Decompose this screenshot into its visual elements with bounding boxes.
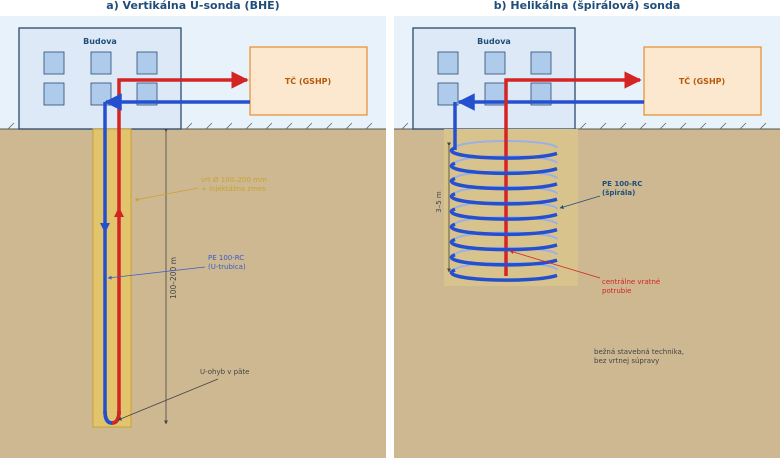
bend-leader	[117, 378, 219, 421]
window	[437, 51, 459, 75]
coil-turn-front	[449, 253, 558, 267]
hot-pipe	[117, 71, 249, 415]
return-label-line2: potrubie	[602, 287, 631, 295]
heat-pump-label: TČ (GSHP)	[285, 75, 331, 86]
borehole-label-line1: vrt Ø 100–200 mm	[201, 176, 267, 184]
coil-turn-front	[449, 161, 558, 176]
spiral-label-line1: PE 100-RC	[602, 180, 642, 188]
panel-separator	[386, 14, 394, 458]
window	[136, 82, 158, 106]
spiral-label-line2: (špirála)	[602, 189, 635, 197]
window	[43, 51, 65, 75]
pipe-leader	[107, 266, 206, 280]
heat-pump-label: TČ (GSHP)	[679, 75, 725, 86]
coil-turn-front	[449, 207, 558, 221]
ground-hatching	[7, 122, 373, 130]
heat-pump-box	[643, 46, 762, 116]
depth-label: 100–200 m	[169, 257, 178, 299]
window	[43, 82, 65, 106]
note-line2: bez vrtnej súpravy	[594, 357, 659, 365]
window	[484, 51, 506, 75]
bend-label: U-ohyb v päte	[200, 368, 249, 376]
return-label-line1: centrálne vratné	[602, 278, 660, 286]
spiral-coil-front	[449, 146, 558, 282]
u-bend-left	[103, 410, 113, 425]
building-windows	[43, 51, 158, 106]
building-label: Budova	[83, 37, 117, 46]
pipe-label-line1: PE 100-RC	[208, 254, 244, 262]
heat-pump: TČ (GSHP)	[643, 46, 762, 116]
pipe-label-line2: (U-trubica)	[208, 263, 246, 271]
coil-turn-front	[449, 146, 558, 160]
building-label: Budova	[477, 37, 511, 46]
borehole	[92, 128, 132, 428]
coil-turn-front	[449, 268, 558, 282]
window	[437, 82, 459, 106]
return-leader	[509, 250, 601, 279]
depth-label: 3–5 m	[435, 191, 443, 213]
coil-turn-front	[449, 237, 558, 252]
central-return-pipe	[504, 71, 642, 276]
window	[530, 82, 552, 106]
window	[136, 51, 158, 75]
note-line1: bežná stavebná technika,	[594, 348, 684, 356]
soil	[0, 129, 386, 458]
panel-b-title: b) Helikálna (špirálová) sonda	[494, 0, 681, 12]
borehole-label-line2: + injektážna zmes	[201, 185, 266, 193]
panel-b: b) Helikálna (špirálová) sonda Budova	[394, 0, 780, 458]
building-windows	[437, 51, 552, 106]
coil-turn-front	[449, 222, 558, 237]
spiral-leader	[559, 195, 601, 209]
window	[90, 51, 112, 75]
coil-turn-front	[449, 192, 558, 206]
panel-a-title: a) Vertikálna U-sonda (BHE)	[106, 0, 279, 12]
coil-turn-front	[449, 176, 558, 191]
ground-hatching	[401, 122, 767, 130]
u-bend-right	[111, 410, 121, 425]
heat-pump: TČ (GSHP)	[249, 46, 368, 116]
heat-pump-box	[249, 46, 368, 116]
borehole-leader	[134, 187, 199, 202]
window	[530, 51, 552, 75]
panel-a: a) Vertikálna U-sonda (BHE) Budova	[0, 0, 386, 458]
